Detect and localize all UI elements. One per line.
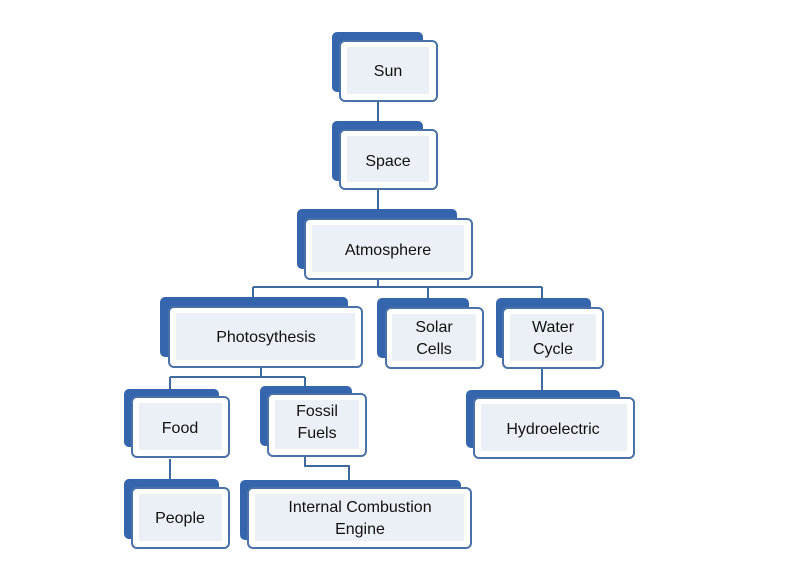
node-hydroelectric: Hydroelectric <box>466 390 635 459</box>
node-hydroelectric-inner <box>481 404 627 451</box>
node-solar-cells-label-line2: Cells <box>416 341 452 358</box>
node-fossil-fuels: Fossil Fuels <box>260 386 367 457</box>
node-solar-cells: Solar Cells <box>377 298 484 369</box>
node-fossil-fuels-inner <box>275 400 359 449</box>
node-sun: Sun <box>332 32 438 102</box>
node-atmosphere-inner <box>312 225 464 272</box>
node-solar-cells-label-line1: Solar <box>415 319 453 336</box>
node-hydroelectric-label: Hydroelectric <box>506 421 599 438</box>
node-fossil-fuels-label-line2: Fuels <box>297 425 336 442</box>
node-water-cycle-label-line2: Cycle <box>533 341 573 358</box>
node-sun-inner <box>347 47 429 94</box>
connectors <box>169 101 543 482</box>
node-space-inner <box>347 136 429 182</box>
node-sun-label: Sun <box>374 63 402 80</box>
node-water-cycle: Water Cycle <box>496 298 604 369</box>
node-photosynthesis-label: Photosythesis <box>216 329 316 346</box>
node-atmosphere-label: Atmosphere <box>345 242 431 259</box>
node-internal-combustion-engine: Internal Combustion Engine <box>240 480 472 549</box>
node-space-label: Space <box>365 153 410 170</box>
node-water-cycle-inner <box>510 314 596 361</box>
node-water-cycle-label-line1: Water <box>532 319 575 336</box>
node-photosynthesis-inner <box>176 313 355 360</box>
node-fossil-fuels-label-line1: Fossil <box>296 403 338 420</box>
node-people-label: People <box>155 510 205 527</box>
node-atmosphere: Atmosphere <box>297 209 473 280</box>
node-engine-label-line2: Engine <box>335 521 385 538</box>
node-space: Space <box>332 121 438 190</box>
node-food: Food <box>124 389 230 458</box>
node-photosynthesis: Photosythesis <box>160 297 363 368</box>
connector-photosynthesis-branches <box>169 367 306 390</box>
node-food-inner <box>139 403 222 450</box>
connector-atmosphere-branches <box>252 280 543 300</box>
node-people: People <box>124 479 230 549</box>
connector-fossilfuels-engine <box>304 456 350 482</box>
node-people-inner <box>139 494 222 541</box>
node-food-label: Food <box>162 420 198 437</box>
node-engine-label-line1: Internal Combustion <box>288 499 431 516</box>
node-engine-inner <box>255 494 464 541</box>
node-solar-cells-inner <box>392 314 476 361</box>
